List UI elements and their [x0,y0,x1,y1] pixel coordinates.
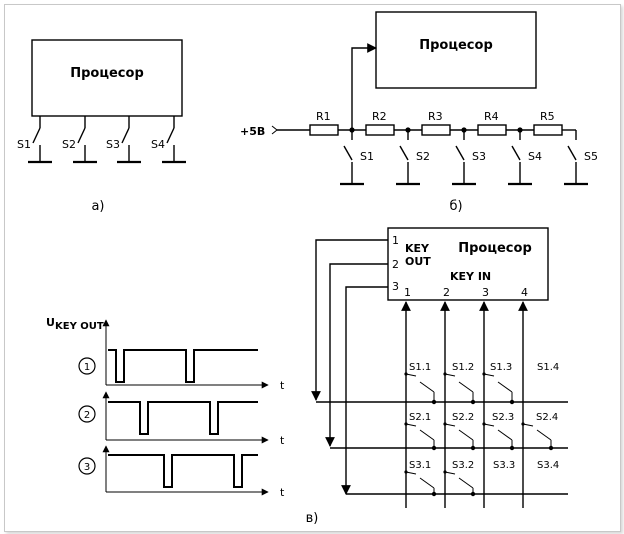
supply-label: +5В [240,125,265,138]
processor-label-c: Процесор [458,241,532,256]
in-pin-2: 2 [443,286,450,299]
panel-b: Процесор +5В R1 R2 R3 R4 R5 [240,11,598,214]
resistor-r2 [365,124,395,136]
matrix-label-2-2: S2.2 [452,412,474,423]
caption-c: в) [306,511,319,526]
switch-a-2: S2 [62,116,97,164]
input-chevron-icon [271,125,278,135]
switch-b-4: S4 [508,130,542,186]
wave-number-2-circle [78,405,96,423]
resistor-r3 [421,124,451,136]
matrix-switches-row-3 [404,470,474,494]
switch-b-1: S1 [340,130,374,186]
resistor-label-r3: R3 [428,110,443,123]
wave-number-1-circle [78,357,96,375]
processor-label-b: Процесор [419,38,493,53]
caption-a: а) [91,199,104,214]
resistor-r5 [533,124,563,136]
signal-line-to-processor [351,43,377,130]
matrix-label-3-2: S3.2 [452,460,474,471]
matrix-label-3-4: S3.4 [537,460,559,471]
key-out-line-1 [311,239,388,401]
caption-b: б) [449,199,462,214]
switch-label-a-2: S2 [62,138,76,151]
resistor-label-r1: R1 [316,110,331,123]
matrix-label-1-3: S1.3 [490,362,512,373]
switch-b-5: S5 [564,130,598,186]
switch-label-b-3: S3 [472,150,486,163]
processor-box-c [387,227,549,301]
switch-label-a-1: S1 [17,138,31,151]
in-pin-1: 1 [404,286,411,299]
switch-a-1: S1 [17,116,52,164]
switch-b-3: S3 [452,130,486,186]
wave-number-1: 1 [84,362,90,373]
processor-box-b [375,11,537,89]
switch-label-b-5: S5 [584,150,598,163]
key-out-label-1: KEY [405,242,430,255]
wave-number-3-circle [78,457,96,475]
matrix-label-2-4: S2.4 [536,412,558,423]
matrix-label-1-2: S1.2 [452,362,474,373]
switch-label-a-4: S4 [151,138,165,151]
processor-box-a [31,39,183,117]
wave-1 [108,349,258,383]
time-label-1: t [280,379,285,392]
in-pin-3: 3 [482,286,489,299]
switch-b-2: S2 [396,130,430,186]
wave-3 [108,454,258,488]
matrix-label-1-4: S1.4 [537,362,559,373]
switch-label-a-3: S3 [106,138,120,151]
switches-a: S1 S2 S3 S4 [17,116,186,164]
key-out-line-2 [325,263,388,447]
matrix-label-1-1: S1.1 [409,362,431,373]
matrix-label-3-3: S3.3 [493,460,515,471]
key-in-label: KEY IN [450,270,491,283]
wave-2 [108,401,258,435]
time-label-3: t [280,486,285,499]
matrix-switches-row-1 [404,372,513,402]
panel-c-matrix: Процесор KEY OUT KEY IN 1 2 3 1 2 3 4 S1… [311,227,568,508]
key-out-label-2: OUT [405,255,431,268]
out-pin-2: 2 [392,258,399,271]
matrix-label-2-1: S2.1 [409,412,431,423]
switch-a-4: S4 [151,116,186,164]
wave-number-2: 2 [84,410,90,421]
panel-c-timing: U KEY OUT t 1 t 2 t 3 [46,316,285,499]
matrix-switches-row-2 [404,422,552,448]
out-pin-3: 3 [392,280,399,293]
switch-label-b-2: S2 [416,150,430,163]
axis-label-sub: KEY OUT [55,321,104,332]
resistor-label-r5: R5 [540,110,555,123]
resistor-r4 [477,124,507,136]
axis-label-u: U [46,316,55,329]
switch-label-b-4: S4 [528,150,542,163]
wave-number-3: 3 [84,462,90,473]
matrix-label-2-3: S2.3 [492,412,514,423]
resistor-label-r2: R2 [372,110,387,123]
resistor-label-r4: R4 [484,110,499,123]
panel-a: Процесор S1 S2 S3 [17,39,186,214]
processor-label-a: Процесор [70,66,144,81]
key-out-line-3 [341,286,388,495]
in-pin-4: 4 [521,286,528,299]
out-pin-1: 1 [392,234,399,247]
switch-label-b-1: S1 [360,150,374,163]
matrix-label-3-1: S3.1 [409,460,431,471]
time-label-2: t [280,434,285,447]
resistor-r1 [309,124,339,136]
switch-a-3: S3 [106,116,141,164]
